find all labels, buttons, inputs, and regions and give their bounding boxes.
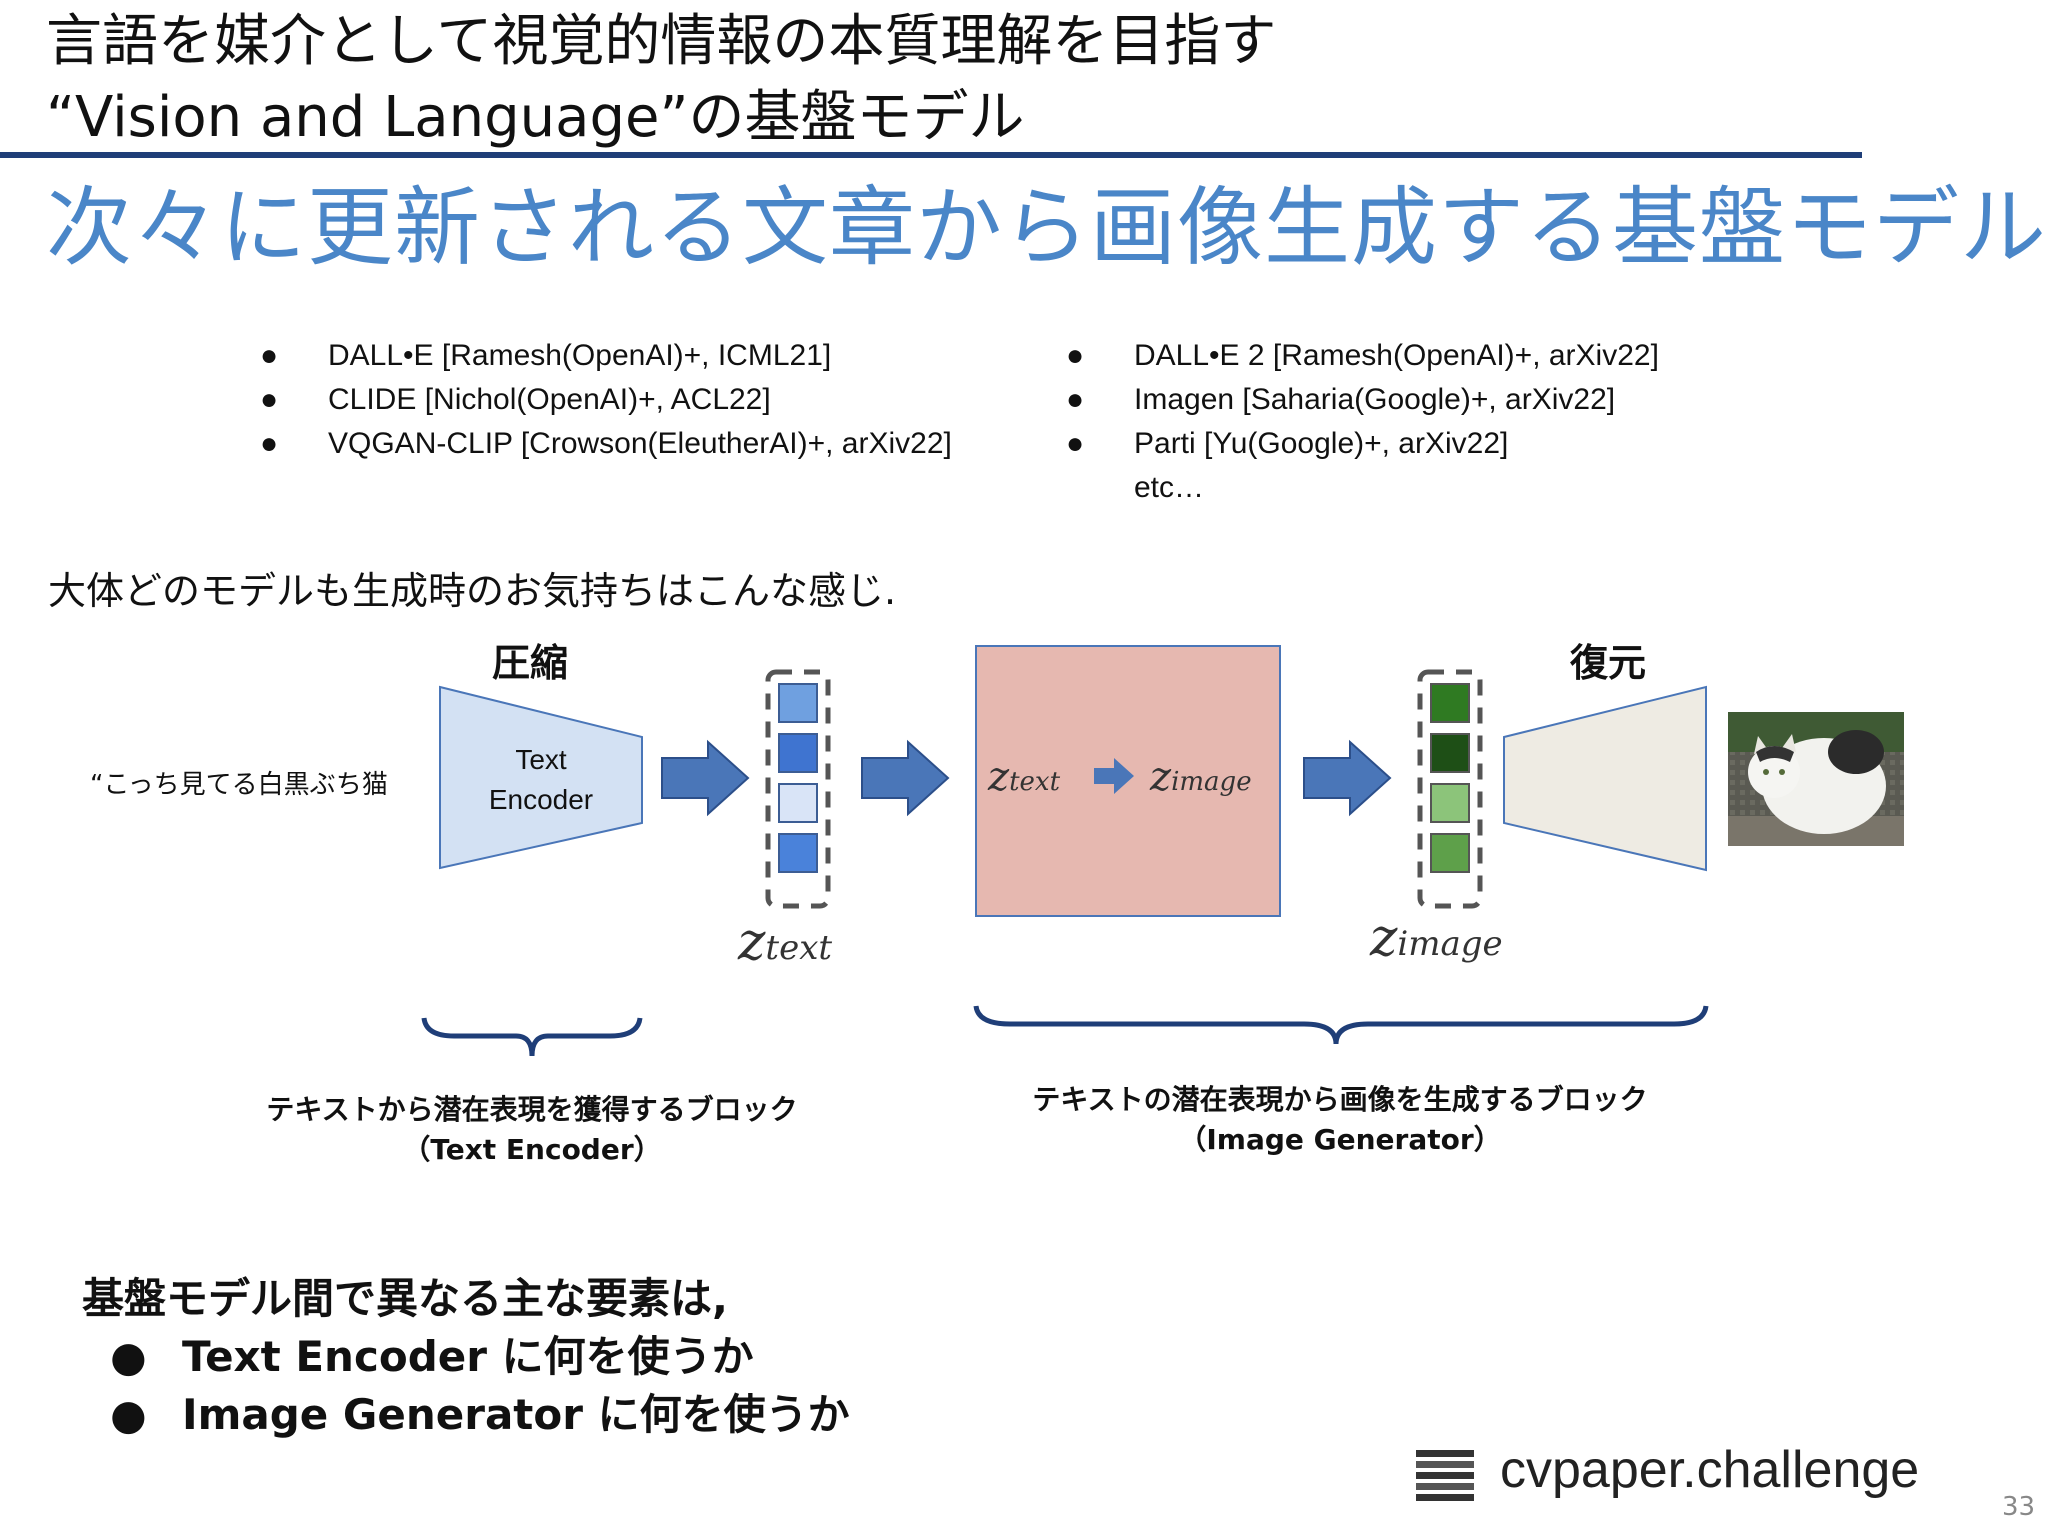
input-caption: “こっち見てる白黒ぶち猫 bbox=[90, 770, 388, 800]
reference-list-left: ●DALL•E [Ramesh(OpenAI)+, ICML21] ●CLIDE… bbox=[260, 334, 952, 466]
image-decoder-shape bbox=[1503, 685, 1707, 872]
reference-item: ●VQGAN-CLIP [Crowson(EleutherAI)+, arXiv… bbox=[260, 427, 952, 460]
arrow-icon bbox=[1303, 739, 1392, 817]
summary-item: ●Image Generator に何を使うか bbox=[110, 1390, 850, 1439]
image-latent-cell bbox=[1430, 733, 1470, 773]
generated-cat-image bbox=[1728, 712, 1904, 846]
text-encoder-description: テキストから潜在表現を獲得するブロック （Text Encoder） bbox=[266, 1093, 798, 1166]
image-generator-brace bbox=[973, 1005, 1709, 1045]
reference-list-right: ●DALL•E 2 [Ramesh(OpenAI)+, arXiv22] ●Im… bbox=[1066, 334, 1659, 510]
text-latent-cell bbox=[778, 733, 818, 773]
image-latent-cell bbox=[1430, 833, 1470, 873]
intro-text: 大体どのモデルも生成時のお気持ちはこんな感じ. bbox=[48, 569, 897, 613]
image-latent-vector-frame bbox=[1417, 669, 1483, 909]
image-generator-description: テキストの潜在表現から画像を生成するブロック （Image Generator） bbox=[1032, 1083, 1648, 1156]
text-latent-vector-frame bbox=[765, 669, 831, 909]
reference-etc: etc… bbox=[1134, 471, 1205, 504]
text-latent-cell bbox=[778, 783, 818, 823]
summary-block: 基盤モデル間で異なる主な要素は, ●Text Encoder に何を使うか ●I… bbox=[82, 1270, 850, 1444]
compress-label: 圧縮 bbox=[492, 641, 569, 685]
z-text-label: ztext bbox=[738, 912, 833, 972]
image-latent-cell bbox=[1430, 683, 1470, 723]
pipeline-diagram bbox=[421, 645, 1904, 1057]
z-image-label: zimage bbox=[1370, 908, 1503, 968]
reference-item: ●CLIDE [Nichol(OpenAI)+, ACL22] bbox=[260, 383, 771, 416]
summary-heading: 基盤モデル間で異なる主な要素は, bbox=[82, 1274, 728, 1323]
z-text-inner-label: ztext bbox=[988, 754, 1061, 800]
reference-item: ●DALL•E [Ramesh(OpenAI)+, ICML21] bbox=[260, 339, 832, 372]
cvpaper-logo-icon bbox=[1416, 1450, 1474, 1501]
header-line-2: “Vision and Language”の基盤モデル bbox=[46, 85, 1025, 150]
text-encoder-label: Text Encoder bbox=[488, 744, 594, 815]
header-line-1: 言語を媒介として視覚的情報の本質理解を目指す bbox=[46, 9, 1277, 74]
header-divider bbox=[0, 152, 1862, 158]
mapping-arrow-icon bbox=[1094, 758, 1134, 794]
restore-label: 復元 bbox=[1570, 641, 1647, 685]
reference-item: ●Parti [Yu(Google)+, arXiv22] bbox=[1066, 427, 1509, 460]
page-number: 33 bbox=[2002, 1492, 2036, 1522]
text-latent-cell bbox=[778, 833, 818, 873]
arrow-icon bbox=[861, 739, 950, 817]
z-image-inner-label: zimage bbox=[1150, 754, 1252, 800]
slide-title: 次々に更新される文章から画像生成する基盤モデル bbox=[46, 178, 2047, 278]
text-latent-cell bbox=[778, 683, 818, 723]
reference-item: ●DALL•E 2 [Ramesh(OpenAI)+, arXiv22] bbox=[1066, 339, 1659, 372]
summary-item: ●Text Encoder に何を使うか bbox=[110, 1332, 754, 1381]
text-encoder-shape bbox=[439, 685, 643, 870]
image-latent-cell bbox=[1430, 783, 1470, 823]
text-encoder-brace bbox=[421, 1017, 643, 1057]
arrow-icon bbox=[661, 739, 750, 817]
reference-item: ●Imagen [Saharia(Google)+, arXiv22] bbox=[1066, 383, 1616, 416]
brand-name: cvpaper.challenge bbox=[1500, 1441, 1920, 1499]
